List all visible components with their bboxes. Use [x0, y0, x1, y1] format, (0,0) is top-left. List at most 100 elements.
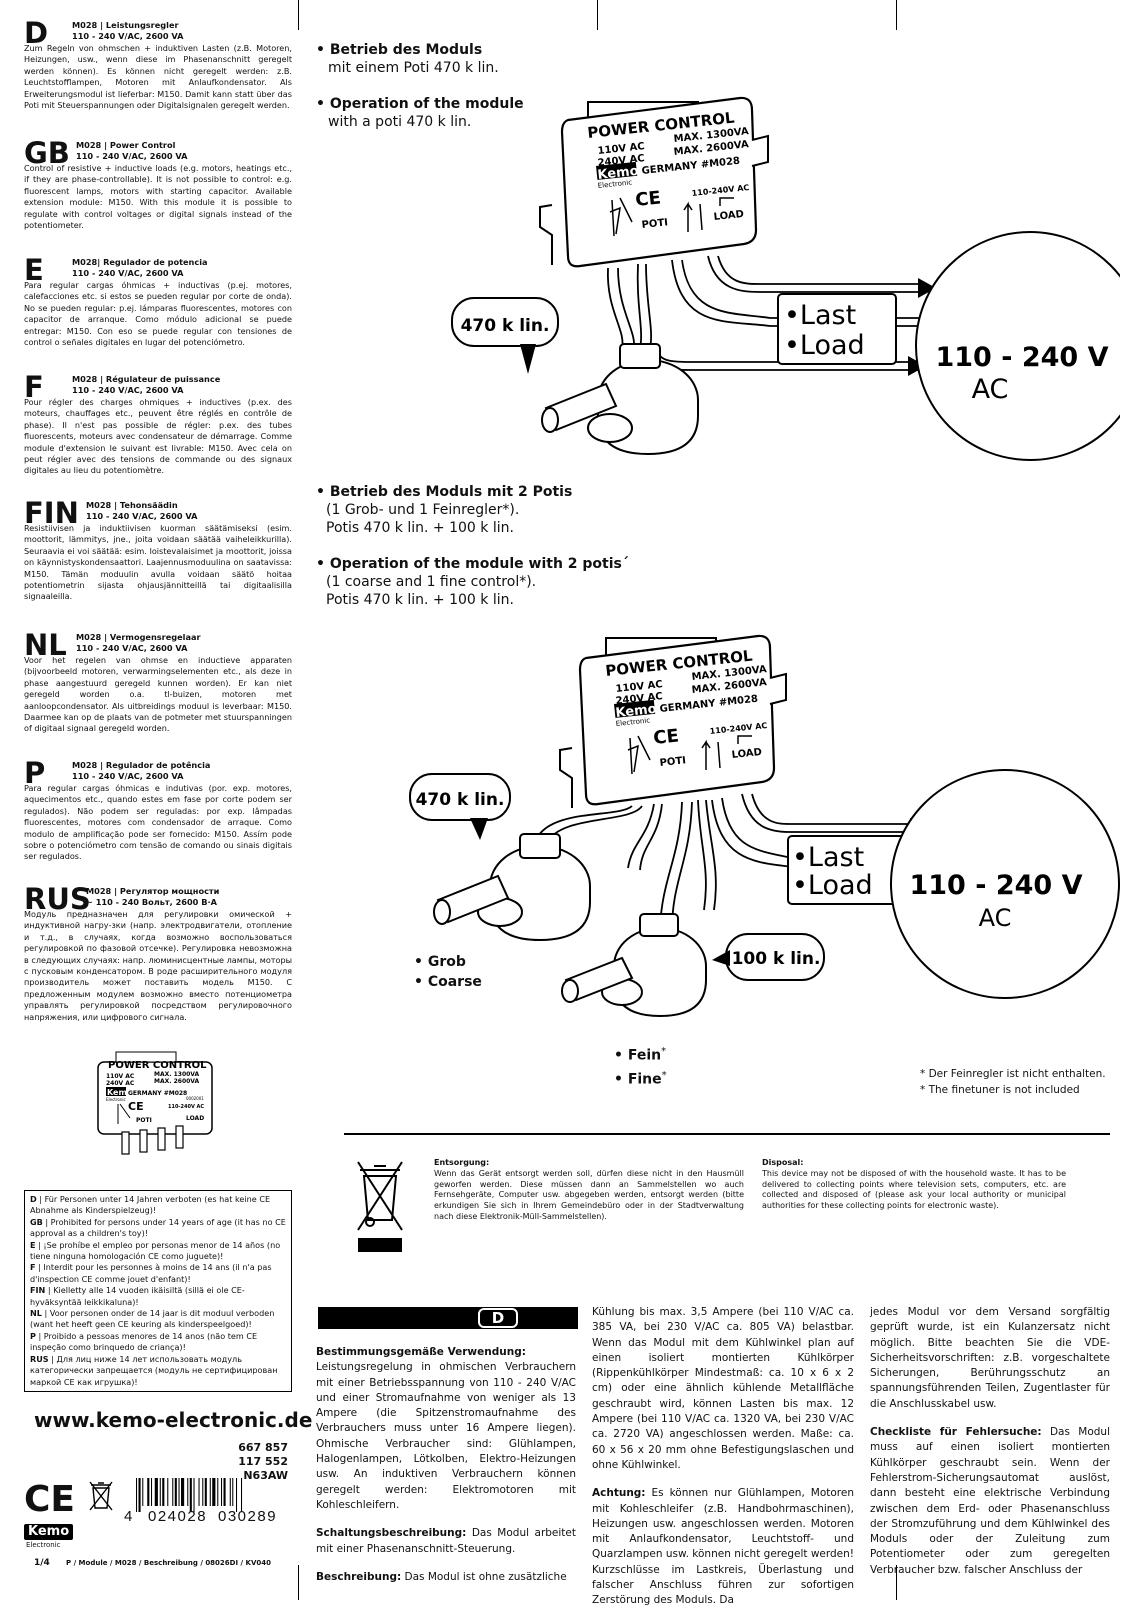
ac-label: AC: [972, 374, 1009, 405]
wiring-diagram-single-poti: POWER CONTROL 110V AC 240V AC MAX. 1300V…: [451, 96, 1120, 461]
section2-de-title: • Betrieb des Moduls mit 2 Potis: [316, 484, 573, 500]
module-brand: Kemo: [597, 164, 640, 183]
module2-brand: Kemo: [615, 702, 658, 721]
warning-code: GB: [30, 1216, 43, 1227]
fine-star: *: [661, 1069, 667, 1081]
disposal-en-title: Disposal:: [762, 1158, 804, 1167]
website-link[interactable]: www.kemo-electronic.de: [34, 1408, 313, 1432]
language-text: Модуль предназначен для регулировки омич…: [24, 909, 292, 1022]
section2-en-title: • Operation of the module with 2 potis´: [316, 556, 629, 572]
module2-ce-mark: CE: [652, 725, 680, 749]
language-subtitle: 110 - 240 V/AC, 2600 VA: [72, 268, 184, 278]
order-number: 117 552: [238, 1455, 288, 1468]
poti-100-label: 100 k lin.: [732, 949, 821, 969]
language-subtitle: 110 - 240 V/AC, 2600 VA: [76, 643, 188, 653]
language-code: E: [24, 253, 44, 287]
warning-item: D | Für Personen unter 14 Jahren verbote…: [30, 1194, 286, 1217]
kemo-logo: Kemo: [24, 1524, 74, 1540]
section1-header: • Betrieb des Moduls mit einem Poti 470 …: [316, 41, 524, 131]
module-v110: 110V AC: [597, 141, 645, 157]
language-subtitle: ~ 110 - 240 Вольт, 2600 В·А: [86, 897, 217, 907]
waste-bin-icon: [89, 1481, 113, 1511]
poti-470-label: 470 k lin.: [461, 316, 550, 336]
grob-label: • Grob: [414, 954, 466, 970]
ce-mark-icon: CE: [24, 1479, 76, 1520]
warning-item: FIN | Kielletty alle 14 vuoden ikäisiltä…: [30, 1285, 286, 1308]
top-rule-right: [896, 0, 897, 30]
language-text: Zum Regeln von ohmschen + induktiven Las…: [24, 43, 292, 111]
fein-star: *: [661, 1046, 667, 1057]
section1-en-title: • Operation of the module: [316, 96, 524, 112]
warning-code: D: [30, 1194, 37, 1204]
section2-en-sub2: Potis 470 k lin. + 100 k lin.: [326, 592, 514, 608]
use-text: Leistungsregelung in ohmischen Verbrauch…: [316, 1361, 576, 1511]
warning-text: | Proibido a pessoas menores de 14 anos …: [30, 1330, 258, 1353]
language-title: M028 | Tehonsäädin: [86, 500, 178, 510]
language-code: FIN: [24, 496, 79, 530]
small-module-max2: MAX. 2600VA: [154, 1078, 200, 1085]
checklist-text: Das Modul muss auf einen isoliert montie…: [870, 1426, 1110, 1576]
barcode-first-digit: 4: [124, 1508, 134, 1525]
voltage2-label: 110 - 240 V: [909, 870, 1082, 901]
module2-load-label: LOAD: [731, 747, 762, 761]
order-numbers: 667 857 117 552 N63AW: [200, 1441, 288, 1483]
circuit-title: Schaltungsbeschreibung:: [316, 1527, 467, 1540]
coarse-label: • Coarse: [414, 974, 482, 990]
bottom-rule-left: [298, 1565, 299, 1600]
language-code: D: [24, 16, 49, 50]
language-code: F: [24, 370, 44, 404]
language-text: Para regular cargas óhmicas + inductivas…: [24, 280, 292, 348]
barcode: [134, 1478, 282, 1520]
warning-text: | Für Personen unter 14 Jahren verboten …: [30, 1194, 271, 1216]
last-label: •Last: [784, 300, 856, 331]
attention-title: Achtung:: [592, 1487, 646, 1500]
description-text: Das Modul ist ohne zusätzliche: [401, 1570, 567, 1583]
top-rule-left: [298, 0, 299, 30]
footer-reference: P / Module / M028 / Beschreibung / 08026…: [66, 1559, 271, 1567]
bottom-rule-right: [896, 1565, 897, 1600]
column2-text: Kühlung bis max. 3,5 Ampere (bei 110 V/A…: [592, 1306, 854, 1471]
language-text: Voor het regelen van ohmse en inductieve…: [24, 655, 292, 734]
section1-de-sub: mit einem Poti 470 k lin.: [328, 60, 499, 76]
voltage-label: 110 - 240 V: [935, 342, 1108, 373]
footnotes: * Der Feinregler ist nicht enthalten. * …: [920, 1066, 1106, 1098]
language-text: Pour régler des charges ohmiques + induc…: [24, 397, 292, 476]
warning-item: F | Interdit pour les personnes à moins …: [30, 1262, 286, 1285]
order-number: N63AW: [243, 1469, 288, 1482]
fein-label: • Fein: [614, 1047, 662, 1064]
ac2-label: AC: [979, 904, 1012, 932]
section-divider: [344, 1133, 1110, 1135]
german-section-bar: D: [318, 1307, 578, 1329]
language-title: M028| Regulador de potencia: [72, 257, 208, 267]
module-load-label: LOAD: [713, 209, 744, 223]
small-module-v110: 110V AC: [106, 1073, 135, 1080]
warning-text: | Kielletty alle 14 vuoden ikäisiltä (si…: [30, 1285, 245, 1307]
column3-text: jedes Modul vor dem Versand sorgfältig g…: [870, 1306, 1110, 1410]
warning-text: | Prohibited for persons under 14 years …: [30, 1216, 286, 1239]
language-title: M028 | Regulador de potência: [72, 760, 211, 770]
language-subtitle: 110 - 240 V/AC, 2600 VA: [72, 385, 184, 395]
page-number: 1/4: [34, 1558, 50, 1568]
language-text: Resistiivisen ja induktiivisen kuorman s…: [24, 523, 292, 602]
language-title: M028 | Регулятор мощности: [86, 886, 220, 896]
warning-item: RUS | Для лиц ниже 14 лет использовать м…: [30, 1354, 286, 1388]
language-title: M028 | Régulateur de puissance: [72, 374, 221, 384]
checklist-title: Checkliste für Fehlersuche:: [870, 1426, 1042, 1439]
small-module-brand: Kemo: [107, 1088, 133, 1097]
fine-label: • Fine: [614, 1071, 662, 1088]
barcode-right-digits: 030289: [218, 1508, 278, 1525]
small-module-max1: MAX. 1300VA: [154, 1071, 200, 1078]
disposal-de-text: Wenn das Gerät entsorgt werden soll, dür…: [434, 1168, 744, 1221]
warning-box: D | Für Personen unter 14 Jahren verbote…: [24, 1190, 292, 1392]
language-subtitle: 110 - 240 V/AC, 2600 VA: [72, 771, 184, 781]
attention-text: Es können nur Glühlampen, Motoren mit Ko…: [592, 1487, 854, 1607]
section2-header: • Betrieb des Moduls mit 2 Potis (1 Grob…: [316, 483, 629, 609]
german-column-2: Kühlung bis max. 3,5 Ampere (bei 110 V/A…: [592, 1305, 854, 1622]
small-module-range: 110-240V AC: [168, 1104, 204, 1110]
small-module-serial: 0002001: [186, 1096, 204, 1101]
german-column-3: jedes Modul vor dem Versand sorgfältig g…: [870, 1305, 1110, 1591]
warning-item: NL | Voor personen onder de 14 jaar is d…: [30, 1308, 286, 1331]
